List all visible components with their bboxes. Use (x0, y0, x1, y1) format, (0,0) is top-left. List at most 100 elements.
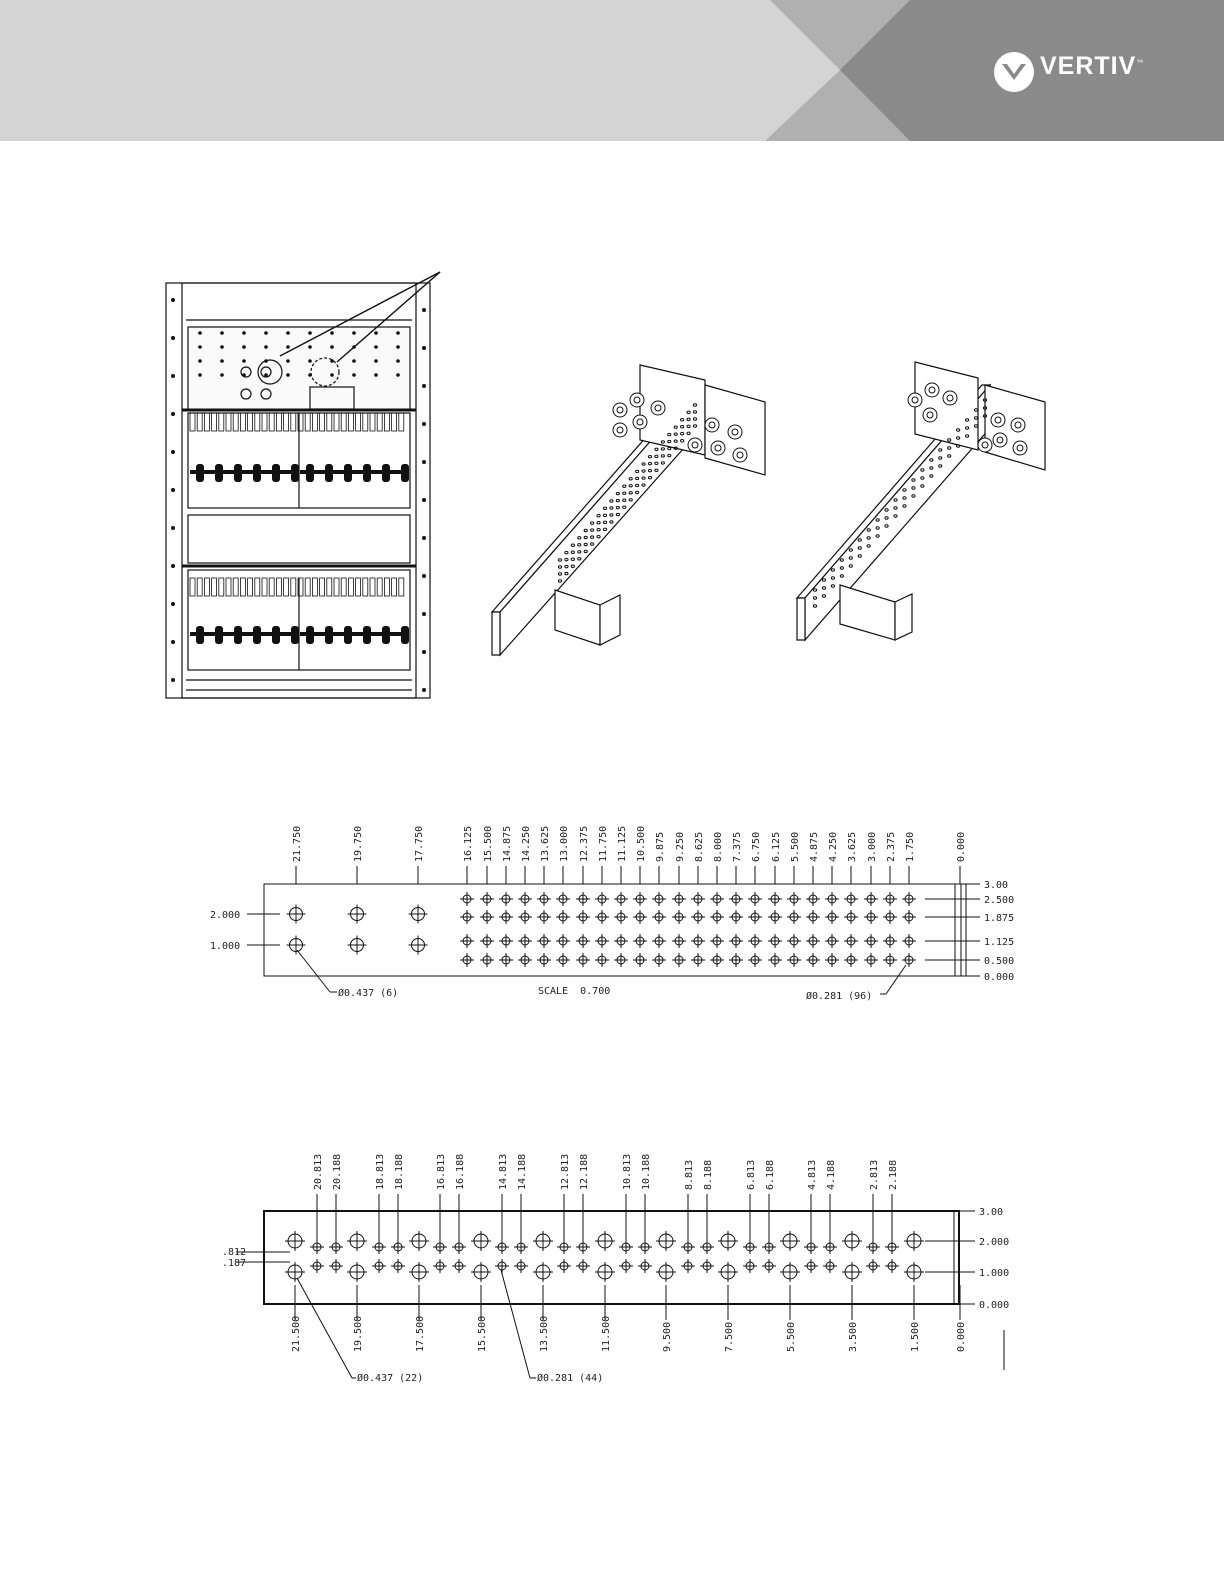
large-hole (658, 1264, 674, 1280)
small-hole (770, 955, 780, 965)
small-hole (846, 955, 856, 965)
small-hole (435, 1242, 445, 1252)
top-column-label: 14.875 (502, 826, 513, 862)
perforation-hole (920, 484, 925, 488)
perforation-hole (839, 558, 844, 562)
bottom-bottom-column-label: 11.500 (601, 1316, 612, 1352)
perforation-hole (692, 424, 698, 428)
cabinet-side-hole (171, 336, 175, 340)
small-hole (731, 894, 741, 904)
breaker-module (247, 577, 254, 597)
bottom-top-column-label: 8.813 (684, 1160, 695, 1190)
perforation-hole (635, 490, 640, 495)
breaker-handle (215, 464, 223, 482)
small-hole (827, 955, 837, 965)
small-hole (482, 912, 492, 922)
perforation-hole (596, 528, 601, 532)
bottom-bottom-column-label: 21.500 (291, 1316, 302, 1352)
small-hole (482, 955, 492, 965)
large-hole (782, 1233, 798, 1249)
bolt-icon (636, 418, 644, 426)
cabinet-mount-hole (352, 345, 356, 349)
breaker-handle (325, 464, 333, 482)
top-right-dim-label: 0.000 (984, 972, 1014, 983)
cabinet-side-hole (171, 526, 175, 530)
perforation-hole (830, 568, 835, 572)
perforation-hole (875, 534, 880, 538)
breaker-module (376, 412, 383, 432)
small-hole (750, 912, 760, 922)
top-column-label: 3.000 (867, 832, 878, 862)
large-hole (411, 1264, 427, 1280)
small-hole (578, 912, 588, 922)
small-hole (770, 912, 780, 922)
perforation-hole (602, 506, 608, 511)
bottom-top-column-label: 18.813 (375, 1154, 386, 1190)
perforation-hole (622, 491, 627, 495)
top-column-label: 13.000 (559, 826, 570, 862)
bottom-top-column-label: 4.188 (826, 1160, 837, 1190)
breaker-bar (300, 632, 406, 636)
top-right-dim-label: 0.500 (984, 956, 1014, 967)
bottom-right-dim-label: 1.000 (979, 1268, 1009, 1279)
bolt-icon (612, 402, 628, 418)
perforation-hole (929, 474, 934, 478)
bolt-icon (616, 406, 624, 414)
breaker-module (326, 577, 333, 597)
breaker-module (347, 412, 354, 432)
small-hole (885, 912, 895, 922)
breaker-module (275, 577, 282, 597)
top-column-label: 3.625 (847, 832, 858, 862)
bolt-icon (1010, 417, 1026, 433)
small-hole (597, 894, 607, 904)
top-column-label: 14.250 (521, 826, 532, 862)
cabinet-mount-hole (242, 359, 246, 363)
perforation-hole (628, 484, 633, 488)
small-hole (693, 912, 703, 922)
large-hole (720, 1264, 736, 1280)
perforation-hole (602, 527, 608, 532)
small-hole (789, 894, 799, 904)
top-column-label: 12.375 (579, 826, 590, 862)
bolt-icon (1012, 440, 1028, 456)
large-hole-note: Ø0.437 (6) (338, 987, 398, 999)
perforation-hole (609, 499, 614, 503)
perforation-hole (902, 488, 907, 492)
small-hole (674, 955, 684, 965)
top-column-label: 9.875 (655, 832, 666, 862)
breaker-module (268, 577, 275, 597)
perforation-hole (982, 398, 988, 402)
perforation-hole (635, 476, 640, 481)
small-hole (712, 894, 722, 904)
large-hole (411, 1233, 427, 1249)
breaker-module (398, 412, 405, 432)
breaker-module (362, 577, 369, 597)
perforation-hole (848, 564, 853, 568)
small-hole (750, 894, 760, 904)
small-hole (635, 955, 645, 965)
small-hole (558, 936, 568, 946)
small-hole (745, 1242, 755, 1252)
small-hole (454, 1261, 464, 1271)
small-hole (462, 894, 472, 904)
breaker-bar (190, 470, 296, 474)
breaker-module (203, 577, 210, 597)
small-hole (866, 936, 876, 946)
small-hole (693, 894, 703, 904)
breaker-handle (306, 464, 314, 482)
bolt-icon (994, 416, 1002, 424)
perforation-hole (609, 506, 614, 510)
perforation-hole (564, 571, 569, 576)
bottom-bottom-column-label: 15.500 (477, 1316, 488, 1352)
perforation-hole (839, 574, 844, 578)
bolt-icon (650, 400, 666, 416)
large-hole (906, 1233, 922, 1249)
top-column-label: 16.125 (463, 826, 474, 862)
large-hole (411, 907, 425, 921)
top-column-label: 0.000 (956, 832, 967, 862)
perforation-hole (583, 549, 588, 554)
perforation-hole (564, 564, 569, 569)
perforation-hole (911, 478, 916, 482)
perforation-hole (609, 520, 614, 524)
